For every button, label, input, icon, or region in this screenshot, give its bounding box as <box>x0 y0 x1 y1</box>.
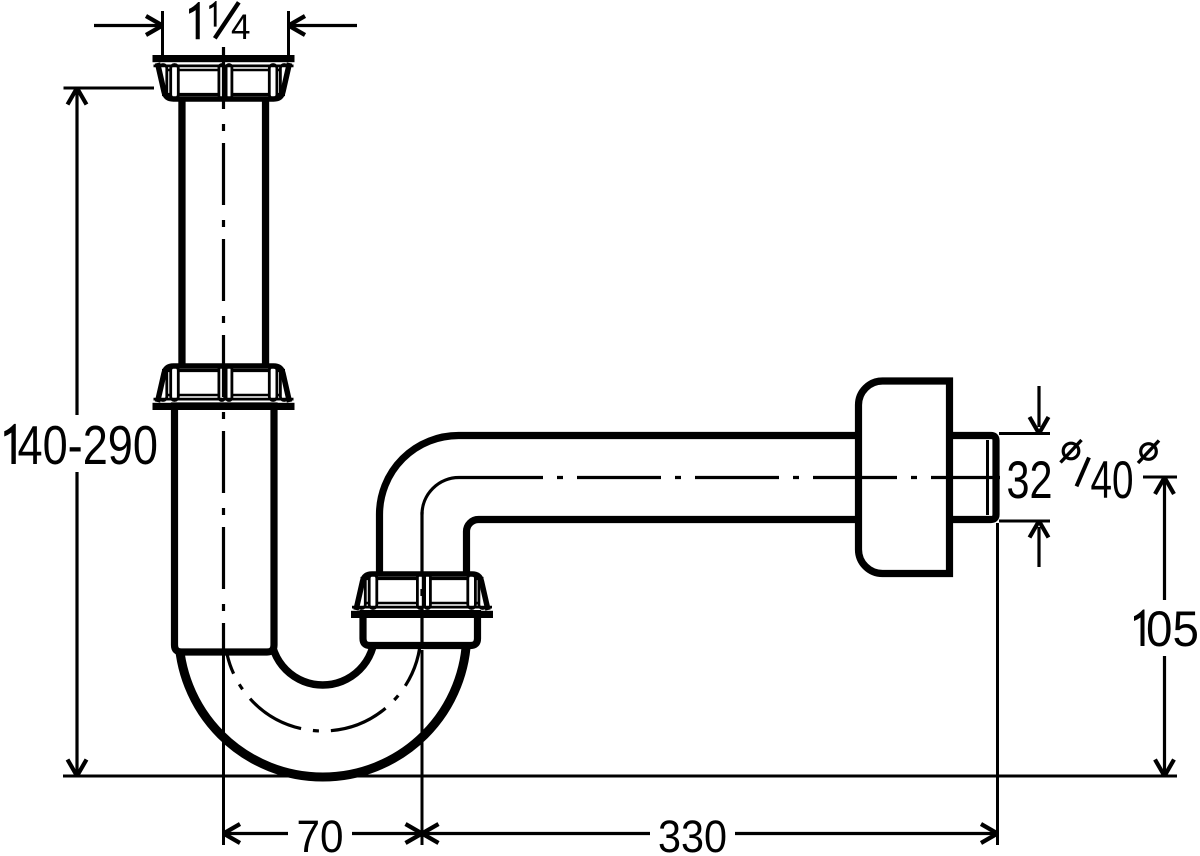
svg-text:4: 4 <box>231 8 250 47</box>
svg-text:05: 05 <box>1146 601 1199 657</box>
svg-text:32: 32 <box>1007 451 1053 510</box>
svg-text:40-290: 40-290 <box>18 414 159 476</box>
svg-text:330: 330 <box>658 811 727 856</box>
svg-text:40: 40 <box>1091 451 1134 510</box>
svg-text:70: 70 <box>297 811 344 856</box>
